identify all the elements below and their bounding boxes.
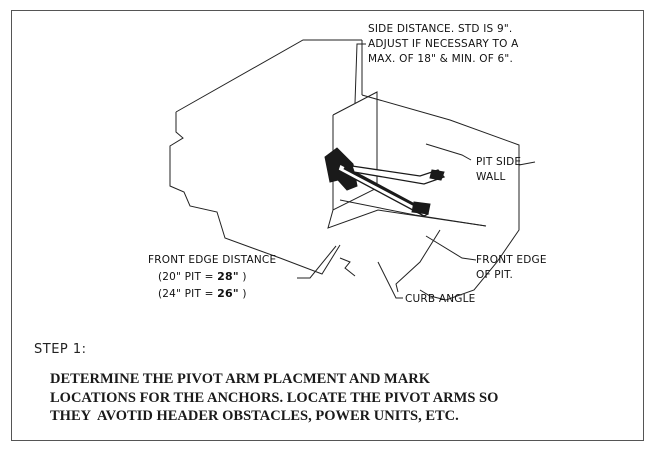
- callout-side-distance-2: ADJUST IF NECESSARY TO A: [368, 38, 519, 50]
- pivot-arm-assembly: [324, 147, 446, 217]
- callout-side-distance-3: MAX. OF 18" & MIN. OF 6".: [368, 53, 513, 65]
- pit-right-wall-top: [361, 94, 536, 166]
- pit-right-wall: [419, 165, 520, 301]
- callout-front-edge-distance-title: FRONT EDGE DISTANCE: [148, 254, 276, 266]
- curb-angle-edge: [339, 257, 356, 277]
- diagram-frame: [11, 10, 644, 441]
- leader-curb-angle: [377, 261, 403, 299]
- leader-front-edge-pit: [425, 235, 477, 261]
- leader-pit-side-wall: [425, 143, 472, 161]
- callout-front-edge-distance-row2: (24" PIT = 26" ): [158, 287, 247, 300]
- pit-back-wall: [175, 39, 362, 113]
- callout-front-edge-of-pit-2: OF PIT.: [476, 269, 513, 281]
- pit-left-wall: [169, 112, 341, 275]
- instruction-line-2: LOCATIONS FOR THE ANCHORS. LOCATE THE PI…: [50, 389, 499, 406]
- callout-pit-side-wall-2: WALL: [476, 171, 506, 183]
- callout-side-distance-1: SIDE DISTANCE. STD IS 9".: [368, 23, 512, 35]
- pit-floor-front: [327, 209, 487, 229]
- callout-pit-side-wall-1: PIT SIDE: [476, 156, 521, 168]
- instruction-line-3: THEY AVOTID HEADER OBSTACLES, POWER UNIT…: [50, 408, 459, 424]
- step-instructions: DETERMINE THE PIVOT ARM PLACMENT AND MAR…: [50, 370, 630, 426]
- step-heading: STEP 1:: [34, 342, 87, 357]
- callout-curb-angle: CURB ANGLE: [405, 293, 476, 305]
- callout-front-edge-distance-row1: (20" PIT = 28" ): [158, 270, 247, 283]
- instruction-line-1: DETERMINE THE PIVOT ARM PLACMENT AND MAR…: [50, 371, 430, 387]
- callout-front-edge-of-pit-1: FRONT EDGE: [476, 254, 547, 266]
- leader-side-distance: [354, 43, 366, 104]
- leader-front-edge-distance: [297, 245, 337, 279]
